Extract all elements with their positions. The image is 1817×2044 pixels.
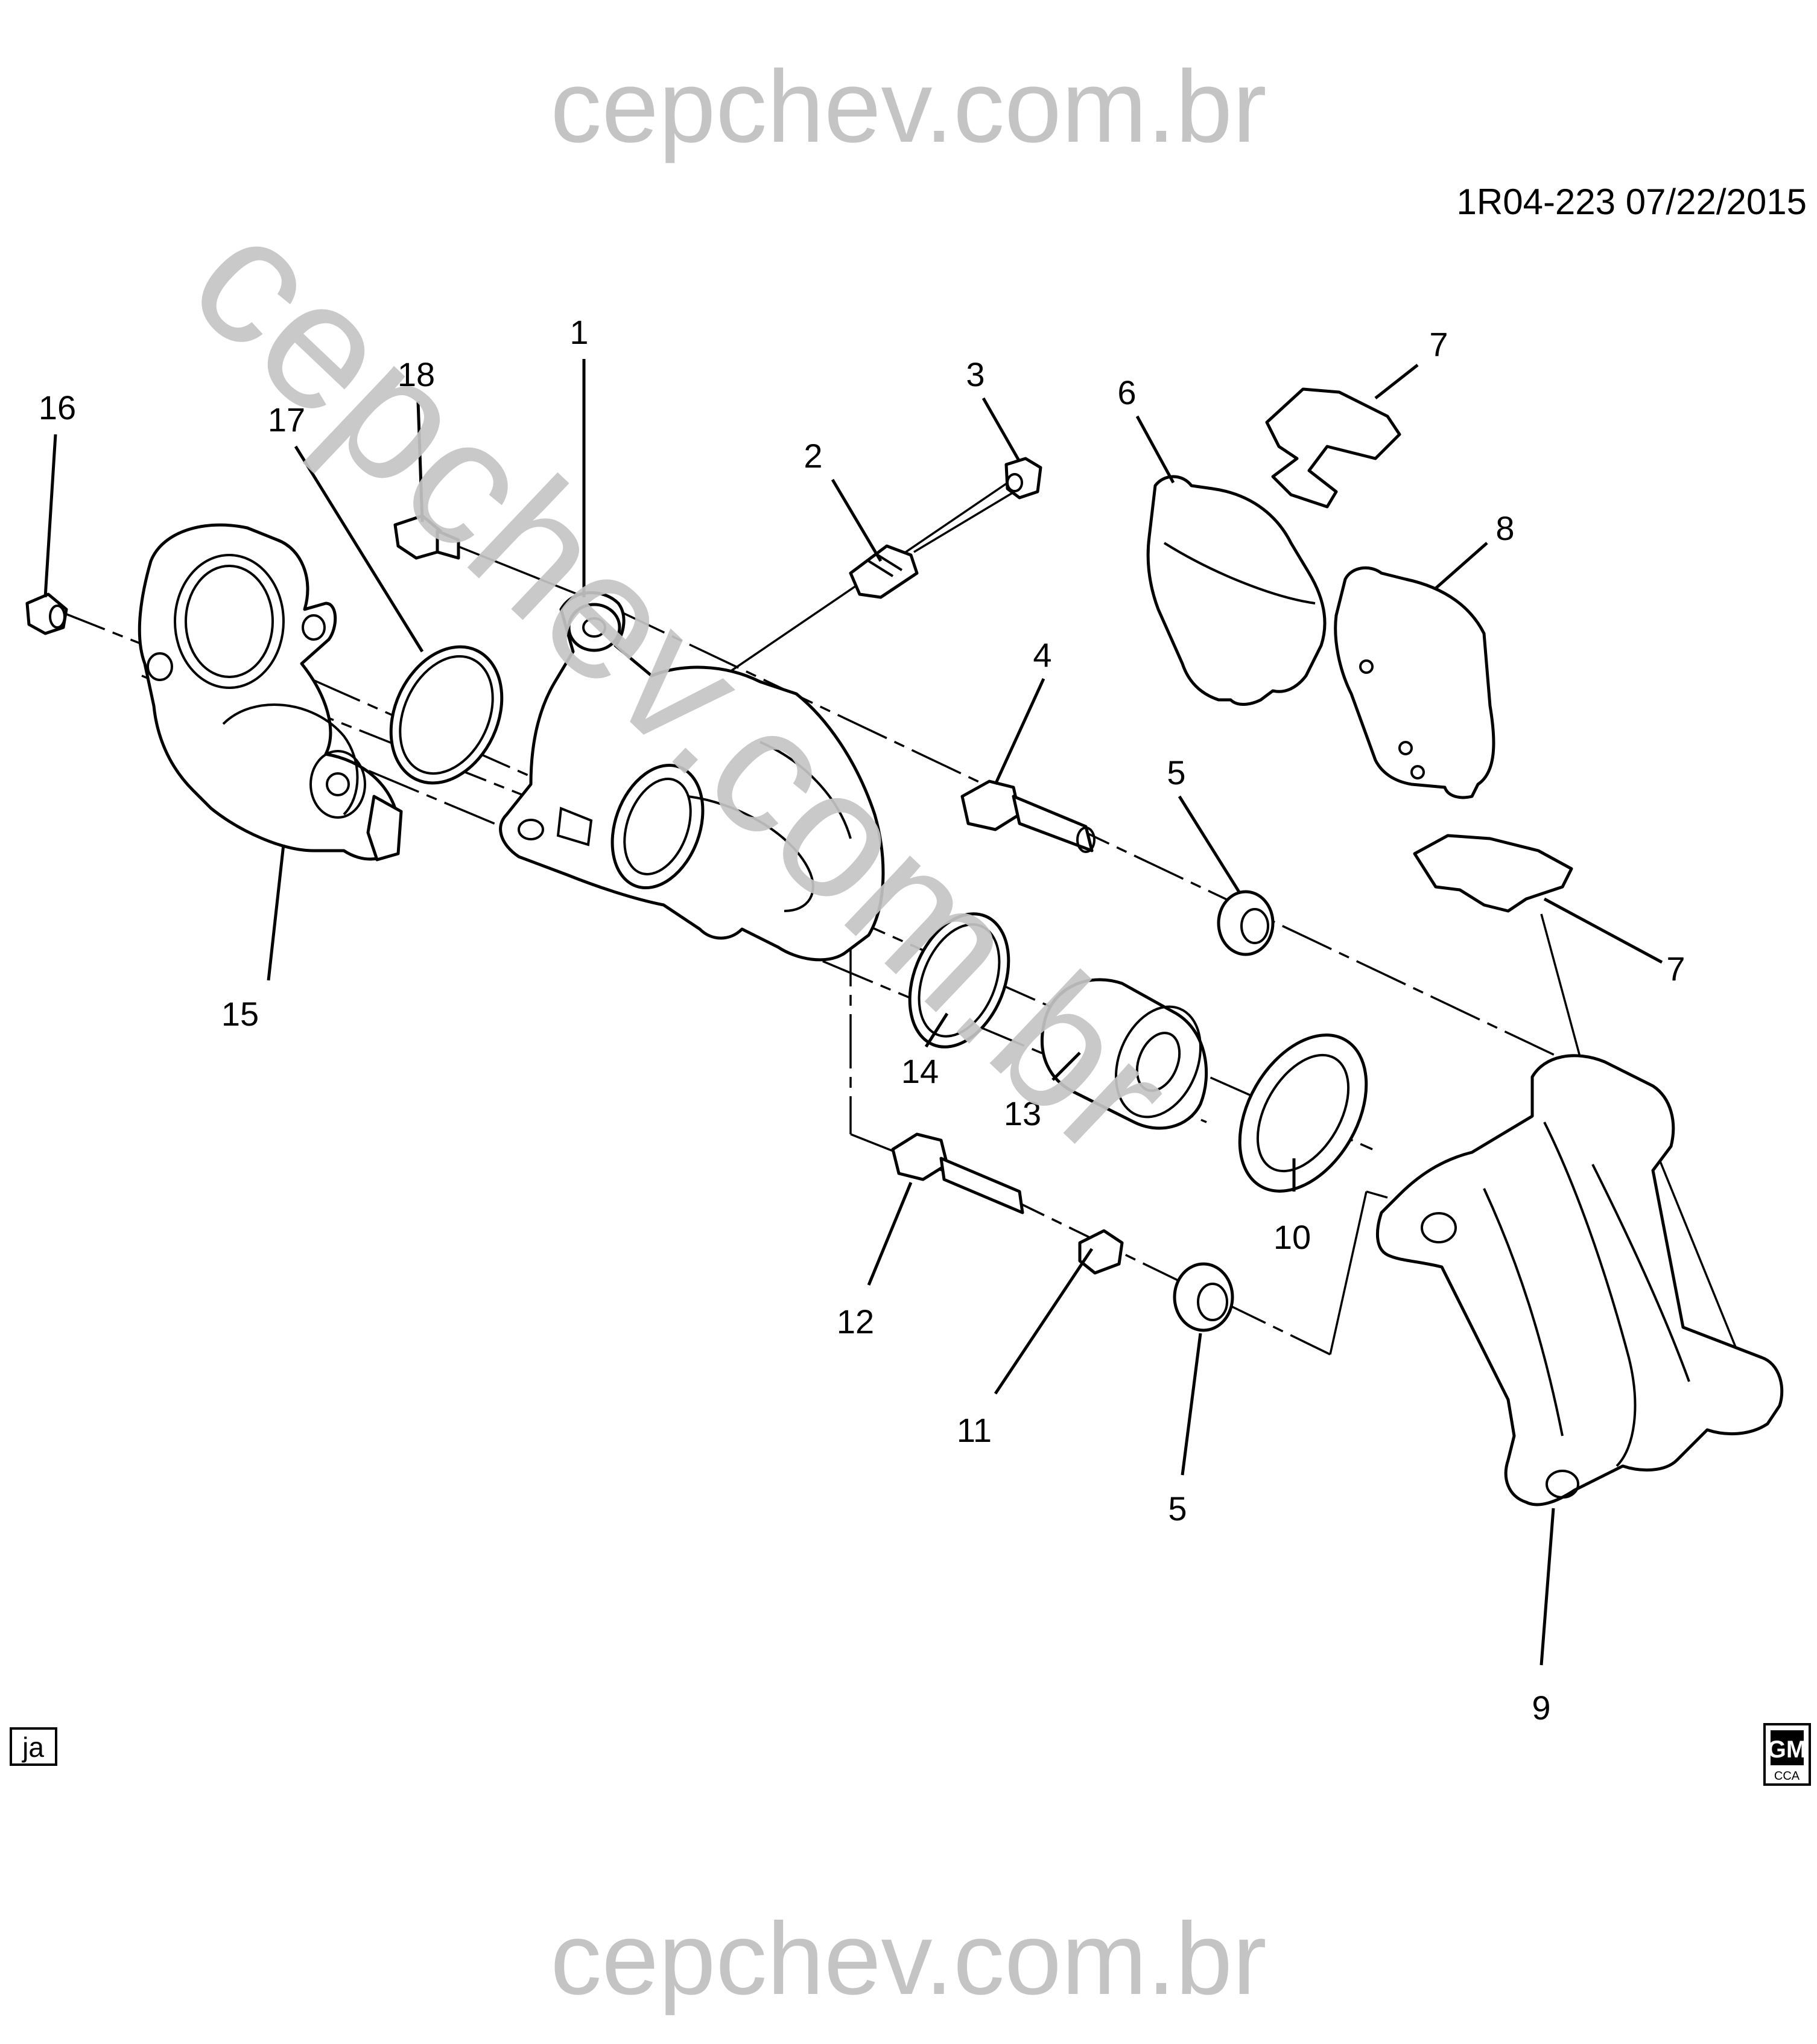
callout-8: 8 bbox=[1495, 509, 1514, 547]
callout-17: 17 bbox=[268, 401, 305, 439]
callout-12: 12 bbox=[837, 1303, 874, 1341]
part-1-caliper-housing bbox=[499, 591, 885, 962]
callouts: 16 18 17 1 2 3 4 5 6 7 8 7 15 14 13 10 1… bbox=[39, 313, 1685, 1727]
watermark-top: cepchev.com.br bbox=[550, 49, 1266, 164]
part-2-guide-pin-boot bbox=[849, 544, 919, 599]
part-17-o-ring bbox=[389, 645, 504, 785]
gm-logo-mark: GM bbox=[1768, 1736, 1806, 1763]
watermark-bottom: cepchev.com.br bbox=[550, 1902, 1266, 2016]
callout-15: 15 bbox=[221, 995, 259, 1033]
callout-9: 9 bbox=[1532, 1689, 1550, 1727]
part-15-motor-housing bbox=[138, 523, 403, 862]
callout-6: 6 bbox=[1117, 373, 1136, 411]
callout-18: 18 bbox=[398, 355, 435, 393]
callout-leaders bbox=[43, 359, 1663, 1666]
part-14-piston-seal bbox=[908, 912, 1010, 1049]
callout-1: 1 bbox=[569, 313, 588, 351]
tag-box: ja bbox=[10, 1727, 57, 1766]
part-7-pad-clip-upper bbox=[1265, 387, 1401, 509]
callout-5b: 5 bbox=[1168, 1490, 1187, 1528]
part-5-bushing-lower bbox=[1173, 1262, 1234, 1332]
callout-5a: 5 bbox=[1167, 754, 1185, 792]
callout-3: 3 bbox=[966, 355, 985, 393]
part-3-cap bbox=[1004, 457, 1042, 500]
gm-logo: GM CCA bbox=[1763, 1723, 1811, 1786]
callout-10: 10 bbox=[1273, 1218, 1311, 1256]
part-7-pad-clip-lower bbox=[1413, 834, 1573, 913]
part-10-dust-boot bbox=[1238, 1033, 1368, 1193]
part-4-guide-pin-bolt bbox=[960, 779, 1096, 853]
part-12-guide-pin-bolt bbox=[891, 1132, 1024, 1214]
gm-logo-sub: CCA bbox=[1774, 1769, 1800, 1783]
callout-16: 16 bbox=[39, 389, 76, 427]
callout-11: 11 bbox=[957, 1411, 992, 1449]
callout-13: 13 bbox=[1004, 1094, 1041, 1132]
part-8-outer-brake-pad bbox=[1334, 566, 1495, 799]
part-6-inner-brake-pad bbox=[1146, 475, 1327, 706]
part-11-sleeve bbox=[1078, 1229, 1124, 1275]
callout-4: 4 bbox=[1033, 636, 1051, 674]
part-13-piston bbox=[1040, 978, 1208, 1130]
part-16-bleeder-cap bbox=[25, 592, 68, 635]
part-5-bushing-upper bbox=[1217, 890, 1275, 956]
diagram-reference: 1R04-223 07/22/2015 bbox=[1457, 182, 1807, 222]
part-9-caliper-bracket bbox=[1375, 1054, 1784, 1506]
callout-7a: 7 bbox=[1429, 325, 1448, 363]
tag-box-label: ja bbox=[21, 1731, 44, 1763]
callout-7b: 7 bbox=[1666, 950, 1685, 988]
callout-2: 2 bbox=[804, 437, 822, 475]
callout-14: 14 bbox=[901, 1052, 939, 1090]
